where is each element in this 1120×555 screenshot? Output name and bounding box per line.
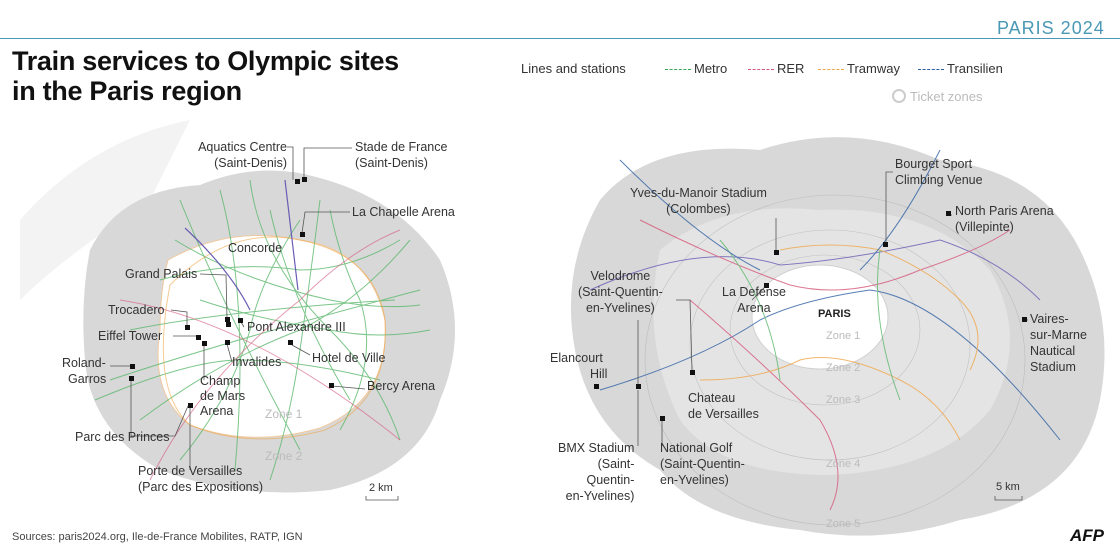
label-la-chapelle: La Chapelle Arena <box>352 205 455 219</box>
label-pont-alexandre: Pont Alexandre III <box>247 320 346 334</box>
site-marker-porte <box>188 403 193 408</box>
zone-label: Zone 2 <box>826 362 861 374</box>
paris-map <box>20 120 455 493</box>
label-concorde: Concorde <box>228 241 283 255</box>
site-marker-defense <box>764 283 769 288</box>
label-velodrome: Velodrome(Saint-Quentin-en-Yvelines) <box>578 269 663 315</box>
legend-metro: Metro <box>665 61 727 76</box>
label-eiffel-tower: Eiffel Tower <box>98 329 163 343</box>
site-marker-stade <box>302 177 307 182</box>
site-marker-concorde <box>238 318 243 323</box>
site-marker-eiffel <box>196 335 201 340</box>
site-marker-bercy <box>329 383 334 388</box>
city-label-paris: PARIS <box>818 308 851 320</box>
site-marker-chateau <box>690 370 695 375</box>
legend-tramway: Tramway <box>818 61 900 76</box>
zone-label: Zone 2 <box>265 449 303 463</box>
metro-line-icon <box>665 69 691 71</box>
site-marker-pont <box>226 322 231 327</box>
site-marker-vaires <box>1022 317 1027 322</box>
region-map <box>570 137 1105 536</box>
label-national-golf: National Golf(Saint-Quentin-en-Yvelines) <box>660 441 745 487</box>
label-parc-des-princes: Parc des Princes <box>75 430 170 444</box>
site-marker-north <box>946 211 951 216</box>
leader-lines <box>110 146 1028 501</box>
legend-transilien: Transilien <box>918 61 1003 76</box>
label-north-paris-arena: North Paris Arena(Villepinte) <box>955 204 1054 234</box>
site-marker-invalides <box>225 340 230 345</box>
sources-note: Sources: paris2024.org, Ile-de-France Mo… <box>12 531 303 543</box>
label-bmx-stadium: BMX Stadium(Saint-Quentin-en-Yvelines) <box>558 441 635 503</box>
tramway-line-icon <box>818 69 844 71</box>
site-marker-bourget <box>883 242 888 247</box>
legend-rer: RER <box>748 61 804 76</box>
label-stade-de-france: Stade de France(Saint-Denis) <box>355 140 448 170</box>
site-marker-roland <box>130 364 135 369</box>
zone-label: Zone 4 <box>826 458 861 470</box>
zone-label: Zone 3 <box>826 394 861 406</box>
site-marker-trocadero <box>185 325 190 330</box>
header-rule <box>0 38 1120 39</box>
paris-2024-logo: PARIS 2024 <box>997 18 1105 38</box>
scale-bar-2km: 2 km <box>369 482 393 494</box>
scale-bar-5km: 5 km <box>996 481 1020 493</box>
title-line-2: in the Paris region <box>12 76 242 106</box>
zone-label: Zone 1 <box>265 407 303 421</box>
site-marker-velodrome-bmx <box>636 384 641 389</box>
ticket-zone-icon <box>892 89 906 103</box>
legend-heading: Lines and stations <box>521 61 626 76</box>
transilien-line-icon <box>918 69 944 71</box>
label-aquatics-centre: Aquatics Centre(Saint-Denis) <box>198 140 287 170</box>
site-marker-hotel <box>288 340 293 345</box>
label-porte-de-versailles: Porte de Versailles(Parc des Expositions… <box>138 464 264 494</box>
page-title: Train services to Olympic sites in the P… <box>12 46 399 106</box>
zone-label: Zone 1 <box>826 330 861 342</box>
rer-line-icon <box>748 69 774 71</box>
label-yves-du-manoir: Yves-du-Manoir Stadium(Colombes) <box>630 186 767 216</box>
site-marker-grand-palais <box>225 317 230 322</box>
label-trocadero: Trocadero <box>108 303 165 317</box>
title-line-1: Train services to Olympic sites <box>12 46 399 76</box>
label-bercy-arena: Bercy Arena <box>367 379 436 393</box>
site-marker-yves <box>774 250 779 255</box>
zone-label: Zone 5 <box>826 518 861 530</box>
site-marker-golf <box>660 416 665 421</box>
label-invalides: Invalides <box>232 355 282 369</box>
site-marker-princes <box>129 376 134 381</box>
label-roland-garros: Roland-Garros <box>62 356 107 386</box>
site-marker-champ <box>202 341 207 346</box>
site-marker-chapelle <box>300 232 305 237</box>
site-marker-elancourt <box>594 384 599 389</box>
legend-ticket-zones: Ticket zones <box>892 89 983 104</box>
site-marker-aquatics <box>295 179 300 184</box>
afp-logo: AFP <box>1070 526 1104 545</box>
label-hotel-de-ville: Hotel de Ville <box>312 351 386 365</box>
label-grand-palais: Grand Palais <box>125 267 198 281</box>
